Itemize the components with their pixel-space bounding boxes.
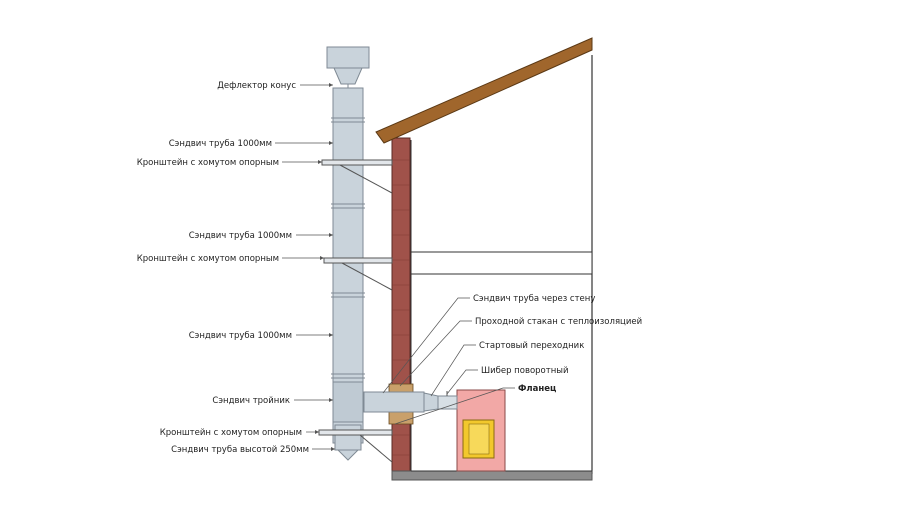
labels-right: Сэндвич труба через стену Проходной стак… [473,294,642,394]
condensate-plug [336,449,360,461]
roof [375,37,593,144]
horizontal-sandwich-pipe [363,391,425,413]
label-deflector: Дефлектор конус [217,81,296,91]
label-bracket-3: Кронштейн с хомутом опорным [160,428,302,438]
label-flange: Фланец [518,384,556,394]
bracket-3 [318,429,393,463]
labels-left: Дефлектор конус Сэндвич труба 1000мм Кро… [137,81,309,455]
label-through-wall: Сэндвич труба через стену [473,294,595,304]
pipe-joints [331,117,365,379]
label-starter: Стартовый переходник [479,341,584,351]
tee-body [332,381,364,423]
deflector-cap [326,46,370,69]
label-pipe-2: Сэндвич труба 1000мм [189,231,292,241]
label-pipe-250: Сэндвич труба высотой 250мм [171,445,309,455]
rotary-damper [437,395,458,410]
bracket-1 [321,159,393,194]
label-bracket-1: Кронштейн с хомутом опорным [137,158,279,168]
leader-lines-left [275,84,335,450]
leader-lines-right [382,297,515,425]
label-wall-sleeve: Проходной стакан с теплоизоляцией [475,317,642,327]
label-tee: Сэндвич тройник [212,396,290,406]
label-damper: Шибер поворотный [481,366,569,376]
deflector-cone [333,67,363,85]
interfloor-ceiling [410,251,593,275]
label-pipe-3: Сэндвич труба 1000мм [189,331,292,341]
label-pipe-1: Сэндвич труба 1000мм [169,139,272,149]
stove-firebox-door [468,423,490,455]
leader-arrows-left [315,83,335,451]
pipe-250mm [334,424,362,451]
label-bracket-2: Кронштейн с хомутом опорным [137,254,279,264]
bracket-2 [323,257,393,291]
floor-slab [391,470,593,481]
brick-pattern [392,159,410,456]
